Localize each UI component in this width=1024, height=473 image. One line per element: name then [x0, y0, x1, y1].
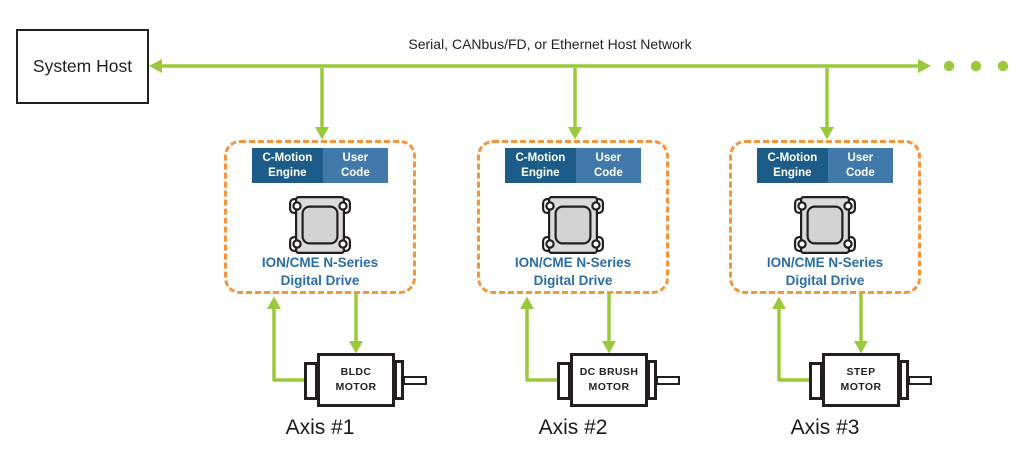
ellipsis-dot-icon	[997, 60, 1009, 72]
user-code-cell: User Code	[827, 148, 893, 183]
axis-label: Axis #3	[790, 416, 860, 439]
motor-left-cap	[557, 362, 571, 400]
c-motion-engine-cell: C-Motion Engine	[757, 148, 828, 183]
motor-body-label: STEP MOTOR	[822, 353, 900, 407]
drive-boundary-box	[477, 140, 669, 294]
system-host-label: System Host	[32, 56, 133, 76]
drive-boundary-box	[729, 140, 921, 294]
axis-label: Axis #2	[538, 416, 608, 439]
drive-boundary-box	[224, 140, 416, 294]
motor-shaft-icon	[908, 375, 932, 385]
drive-unit-3: C-Motion Engine User Code ION/CME N-Seri…	[729, 140, 932, 452]
c-motion-engine-cell: C-Motion Engine	[252, 148, 323, 183]
user-code-cell: User Code	[322, 148, 388, 183]
network-drop-arrows	[315, 68, 834, 140]
motor-assembly: BLDC MOTOR	[304, 353, 428, 407]
motor-feedback-arrows	[267, 296, 813, 382]
host-network-line	[149, 59, 1009, 73]
arrow-right-icon	[918, 59, 931, 73]
system-host-box: System Host	[16, 29, 149, 104]
drive-name-label: ION/CME N-Series Digital Drive	[514, 255, 632, 288]
firmware-header: C-Motion Engine User Code	[505, 148, 641, 183]
user-code-cell: User Code	[575, 148, 641, 183]
motor-right-cap	[394, 360, 404, 400]
motor-assembly: DC BRUSH MOTOR	[557, 353, 681, 407]
drive-unit-1: C-Motion Engine User Code ION/CME N-Seri…	[224, 140, 427, 452]
ellipsis-dot-icon	[970, 60, 982, 72]
motor-assembly: STEP MOTOR	[809, 353, 933, 407]
motor-body-label: DC BRUSH MOTOR	[570, 353, 648, 407]
motor-right-cap	[647, 360, 657, 400]
motor-left-cap	[304, 362, 318, 400]
chip-icon	[542, 196, 604, 254]
c-motion-engine-cell: C-Motion Engine	[505, 148, 576, 183]
motor-right-cap	[899, 360, 909, 400]
motor-left-cap	[809, 362, 823, 400]
firmware-header: C-Motion Engine User Code	[252, 148, 388, 183]
motor-shaft-icon	[403, 375, 427, 385]
drive-to-motor-arrows	[349, 294, 868, 354]
ellipsis-dot-icon	[943, 60, 955, 72]
motor-body-label: BLDC MOTOR	[317, 353, 395, 407]
drive-unit-2: C-Motion Engine User Code ION/CME N-Seri…	[477, 140, 680, 452]
axis-label: Axis #1	[285, 416, 355, 439]
drive-name-label: ION/CME N-Series Digital Drive	[766, 255, 884, 288]
network-label: Serial, CANbus/FD, or Ethernet Host Netw…	[408, 36, 692, 52]
motor-shaft-icon	[656, 375, 680, 385]
drive-name-label: ION/CME N-Series Digital Drive	[261, 255, 379, 288]
chip-icon	[289, 196, 351, 254]
firmware-header: C-Motion Engine User Code	[757, 148, 893, 183]
chip-icon	[794, 196, 856, 254]
arrow-left-icon	[149, 59, 162, 73]
